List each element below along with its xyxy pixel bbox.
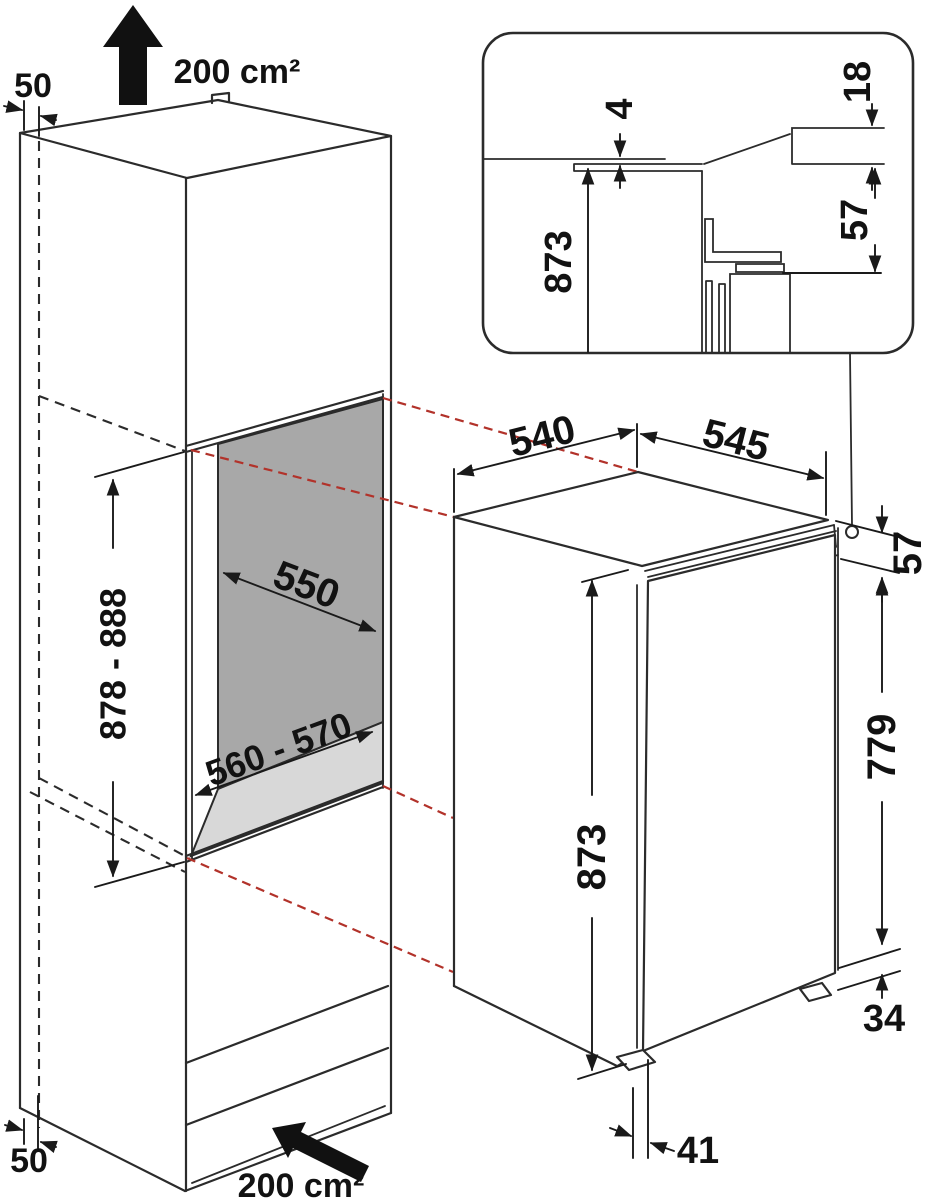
niche-ceiling-inner-edge [184, 395, 385, 454]
hidden-niche-top-edge [38, 395, 186, 452]
cabinet-top-face [18, 98, 393, 180]
vent-slot-bottom-edge [184, 1046, 390, 1127]
detail-leader-line [849, 352, 853, 526]
hidden-niche-floor-edge [29, 791, 186, 873]
dim-inset-worktop-overhang: 18 [837, 61, 879, 191]
dim-appliance-height: 873 [570, 569, 629, 1080]
arrow [39, 1140, 58, 1153]
arrow [649, 1142, 675, 1155]
dim-label-bottom-clearance: 50 [10, 1142, 48, 1180]
cabinet-bottom-left-edge [18, 1106, 187, 1193]
dim-inset-top-gap: 4 [599, 98, 641, 189]
dim-line [194, 731, 374, 796]
dim-label-inset-worktop-overhang: 18 [837, 61, 879, 103]
airflow-up-arrow-icon [103, 5, 163, 105]
arrow [609, 1124, 633, 1137]
detail-reference-marker [845, 525, 859, 539]
trim-edge-2 [647, 530, 837, 578]
inset-hinge-plate [735, 263, 785, 273]
dim-bottom-clearance: 50 [4, 1095, 58, 1180]
ext-line [94, 861, 185, 888]
dim-inset-appliance-height: 873 [538, 167, 595, 353]
projection-lines [186, 396, 639, 974]
inset-door-layers [705, 280, 726, 353]
arrow [3, 100, 24, 113]
ext-line [837, 970, 901, 991]
appliance-door [641, 533, 837, 1053]
front-foot [615, 1048, 657, 1072]
dim-label-appliance-depth: 540 [504, 407, 579, 466]
housing-cabinet [18, 91, 393, 1193]
ext-line [94, 451, 185, 478]
dim-label-bottom-vent-area: 200 cm² [238, 1167, 365, 1200]
arrow [4, 1119, 24, 1132]
dim-line [222, 572, 377, 632]
dim-label-appliance-width: 545 [698, 411, 773, 470]
dim-label-appliance-height: 873 [570, 824, 614, 891]
dim-top-clearance: 50 [3, 67, 58, 137]
detail-inset: 873 4 18 57 [481, 31, 915, 355]
niche-bottom-inner-edge [184, 785, 385, 864]
dim-label-niche-height: 878 - 888 [93, 588, 134, 740]
ext-line [577, 1063, 627, 1080]
dim-door-bottom-offset: 41 [609, 1059, 719, 1172]
appliance-drawing [452, 352, 859, 1072]
dim-label-inset-appliance-height: 873 [538, 230, 580, 293]
ext-line [835, 520, 900, 538]
dim-inset-door-top-offset: 57 [782, 167, 882, 274]
dim-label-inset-door-top-offset: 57 [834, 199, 876, 241]
inset-appliance-top-plate [573, 163, 703, 172]
dim-label-plinth-height: 34 [863, 998, 905, 1040]
appliance-bottom-left-edge [452, 984, 619, 1068]
ext-line [581, 569, 629, 583]
airflow-in-arrow-icon [272, 1122, 369, 1182]
vent-slot-top-edge [184, 984, 390, 1065]
niche-ceiling-front-edge [184, 389, 385, 448]
dim-plinth-height: 34 [837, 970, 905, 1040]
dim-niche-height: 878 - 888 [93, 451, 185, 888]
dim-top-vent: 200 cm² [103, 5, 300, 105]
projection-line-bottom-right [382, 784, 454, 820]
arrow [39, 113, 58, 127]
dim-line [639, 431, 825, 481]
inset-worktop-step [791, 127, 885, 165]
ext-line [838, 948, 901, 969]
dim-door-height: 779 [838, 578, 904, 969]
projection-line-top-left [190, 448, 455, 519]
dim-bottom-vent: 200 cm² [238, 1122, 369, 1200]
trim-edge-1 [644, 524, 835, 572]
appliance-top-face [452, 470, 830, 568]
dim-label-door-height: 779 [860, 714, 904, 781]
dim-label-door-top-offset: 57 [886, 531, 930, 576]
dim-label-door-bottom-offset: 41 [677, 1130, 719, 1172]
projection-line-bottom-left [186, 856, 454, 974]
dim-door-top-offset: 57 [835, 505, 930, 603]
rear-foot [798, 981, 833, 1003]
inset-hinge-bracket [704, 218, 782, 263]
ext-line [840, 558, 900, 574]
inset-hinge-body [729, 273, 791, 353]
dim-line [456, 427, 636, 477]
cabinet-top-tab [210, 91, 231, 105]
hidden-niche-bottom-edge [38, 777, 186, 857]
dim-label-inset-top-gap: 4 [599, 98, 641, 119]
inset-worktop-bevel [703, 133, 791, 165]
dim-label-top-vent-area: 200 cm² [174, 53, 301, 91]
dim-label-top-clearance: 50 [14, 67, 52, 105]
